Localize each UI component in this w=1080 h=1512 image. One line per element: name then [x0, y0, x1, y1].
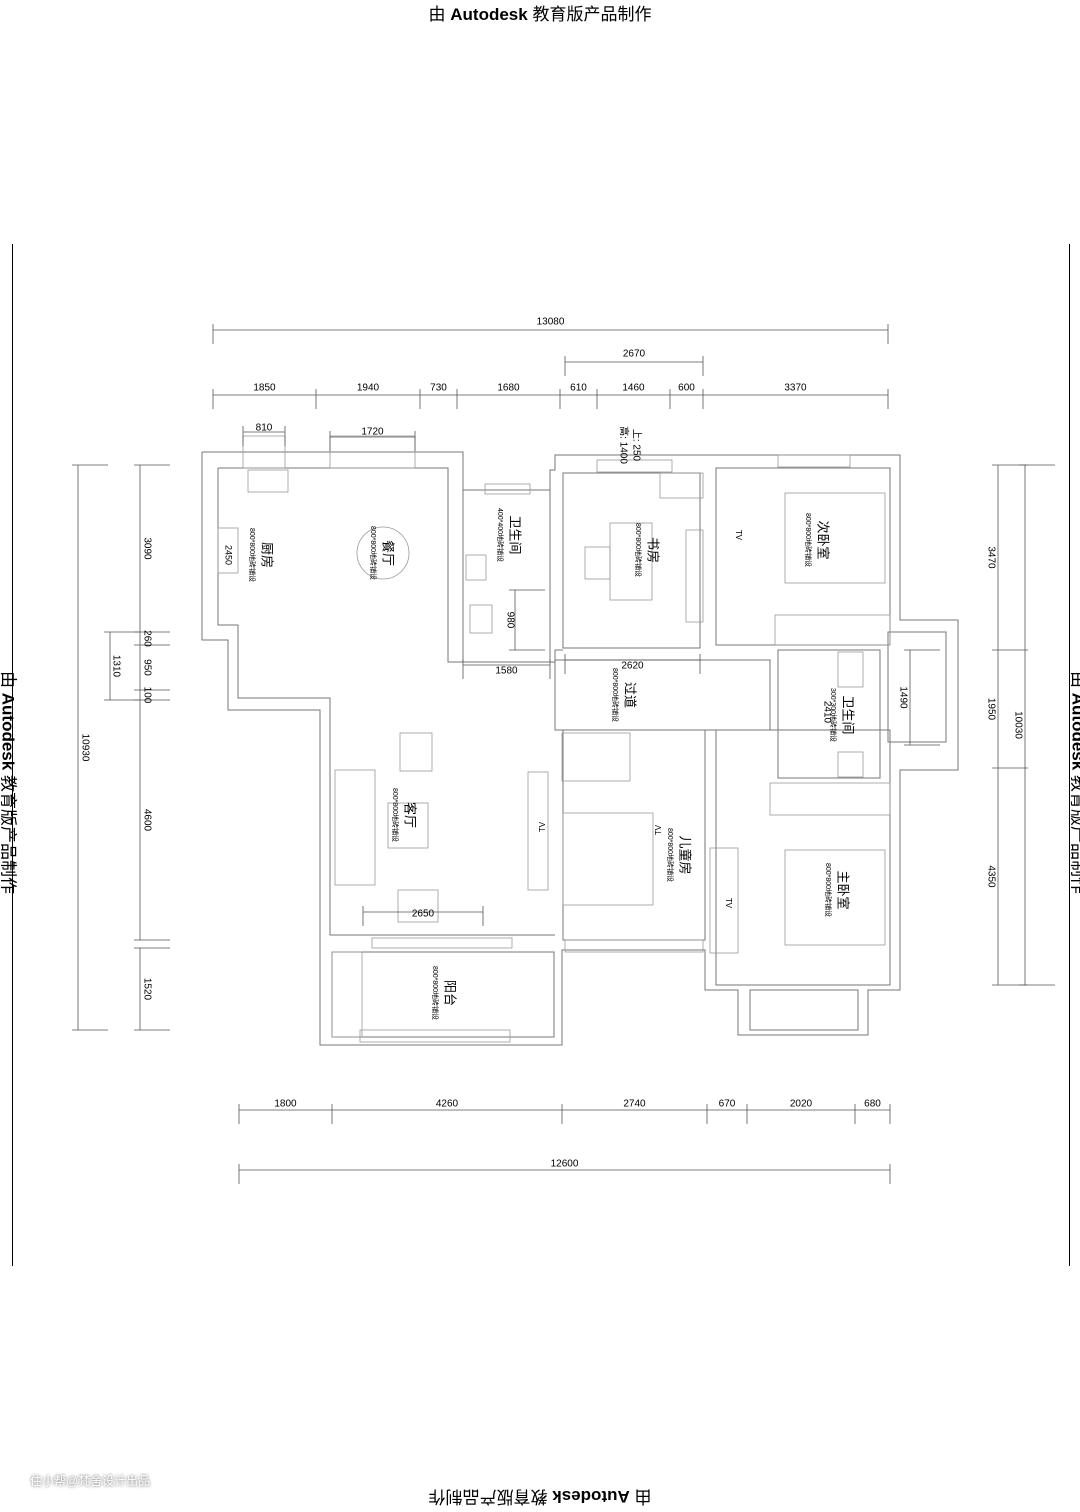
room-name: 次卧室	[816, 520, 831, 559]
dimension-value: 1940	[357, 383, 380, 394]
room-name: 厨房	[260, 542, 275, 568]
toilet-icon	[465, 554, 487, 581]
dimension-value: 2650	[412, 909, 435, 920]
room-floor-spec: 400*400地砖铺设	[496, 508, 505, 562]
room-floor-spec: 800*800地砖铺设	[391, 788, 400, 842]
wardrobe-icon	[769, 782, 891, 816]
bed-icon	[784, 492, 886, 584]
bed-icon	[562, 812, 654, 906]
dimension-value: 3470	[985, 546, 996, 569]
room-name: 儿童房	[678, 835, 693, 874]
dimension-value: 1490	[897, 686, 908, 709]
dimension-value: 2020	[790, 1099, 813, 1110]
dimension-value: 680	[864, 1099, 881, 1110]
wardrobe-icon	[774, 614, 891, 646]
room-name: 客厅	[403, 802, 418, 828]
dimension-value: 730	[430, 383, 447, 394]
coffee-table-icon	[397, 889, 439, 923]
room-name: 阳台	[443, 980, 458, 1006]
room-name: 卫生间	[508, 515, 523, 554]
tv-label: TV	[538, 821, 547, 832]
dimension-value: 670	[719, 1099, 736, 1110]
dimension-value: 1580	[495, 666, 518, 677]
room-floor-spec: 800*800地砖铺设	[369, 526, 378, 580]
bookshelf-icon	[685, 529, 704, 623]
room-floor-spec: 800*800地砖铺设	[804, 513, 813, 567]
dimension-value: 4350	[985, 865, 996, 888]
credit-watermark: 住小帮@梵舍设计出品	[30, 1474, 151, 1488]
dimension-value: 100	[141, 687, 152, 704]
dimension-value: 1850	[253, 383, 276, 394]
cabinet-icon	[659, 472, 704, 499]
room-floor-spec: 800*800地砖铺设	[248, 528, 257, 582]
room-name: 书房	[646, 537, 661, 563]
furniture	[217, 469, 891, 1038]
dimension-value: 1680	[497, 383, 520, 394]
window-note: 上: 250	[630, 429, 642, 462]
dimension-value: 950	[141, 659, 152, 676]
frame-border-right	[1069, 244, 1070, 1266]
dimension-value: 4600	[141, 809, 152, 832]
dimension-value: 2670	[623, 349, 646, 360]
room-floor-spec: 800*800地砖铺设	[611, 668, 620, 722]
dimension-value: 1310	[110, 655, 121, 678]
dimension-value: 980	[504, 612, 515, 629]
dimension-value: 12600	[551, 1159, 579, 1170]
frame-border-left	[12, 244, 13, 1266]
storage-cabinet-icon	[331, 951, 363, 1038]
room-labels: 厨房800*800地砖铺设餐厅800*800地砖铺设卫生间400*400地砖铺设…	[248, 426, 855, 1020]
rug-icon	[387, 802, 429, 849]
watermark-top: 由 Autodesk 教育版产品制作	[428, 5, 652, 24]
tv-cabinet-icon	[527, 771, 549, 891]
room-name: 过道	[623, 682, 638, 708]
stove-icon	[217, 527, 239, 574]
dimension-value: 10930	[79, 734, 90, 762]
tv-cabinet-icon	[709, 847, 739, 954]
tv-label: TV	[724, 898, 733, 909]
dimension-value: 2620	[621, 661, 644, 672]
bed-icon	[784, 849, 886, 946]
dimension-value: 4260	[436, 1099, 459, 1110]
room-name: 主卧室	[836, 870, 851, 909]
basin-icon	[837, 751, 864, 778]
room-floor-spec: 800*800地砖铺设	[824, 863, 833, 917]
dimension-value: 10030	[1012, 711, 1023, 739]
room-floor-spec: 800*800地砖铺设	[431, 966, 440, 1020]
sink-icon	[247, 469, 289, 493]
room-name: 餐厅	[381, 540, 396, 566]
dimension-value: 1520	[141, 978, 152, 1001]
chair-icon	[584, 546, 611, 580]
dimension-value: 610	[570, 383, 587, 394]
toilet-icon	[837, 651, 864, 688]
basin-icon	[469, 604, 493, 634]
dimension-value: 600	[678, 383, 695, 394]
dimension-value: 1720	[361, 427, 384, 438]
dimension-lines: 13080 2670 1850 1940 730 1680 610 1460 600 3370 81…	[72, 317, 1055, 1184]
dimension-value: 2450	[224, 545, 234, 565]
dimension-value: 810	[256, 423, 273, 434]
room-floor-spec: 800*800地砖铺设	[634, 523, 643, 577]
armchair-icon	[399, 732, 433, 772]
walls	[201, 435, 959, 1046]
room-floor-spec: 800*800地砖铺设	[666, 828, 675, 882]
dimension-value: 2740	[623, 1099, 646, 1110]
dimension-value: 260	[141, 630, 152, 647]
dimension-value: 2410	[821, 701, 832, 724]
room-name: 卫生间	[841, 695, 856, 734]
window-note: 高: 1400	[617, 426, 630, 464]
tv-label: TV	[654, 824, 663, 835]
dimension-value: 1950	[985, 698, 996, 721]
dimension-value: 3370	[784, 383, 807, 394]
wardrobe-icon	[561, 732, 631, 782]
sofa-icon	[334, 769, 376, 886]
dimension-value: 3090	[141, 537, 152, 560]
dining-table-icon	[356, 526, 410, 580]
dimension-value: 1800	[274, 1099, 297, 1110]
room-floor-spec: 300*300地砖铺设	[829, 688, 838, 742]
dimension-value: 13080	[537, 317, 565, 328]
tv-label: TV	[734, 530, 743, 541]
dimension-value: 1460	[622, 383, 645, 394]
